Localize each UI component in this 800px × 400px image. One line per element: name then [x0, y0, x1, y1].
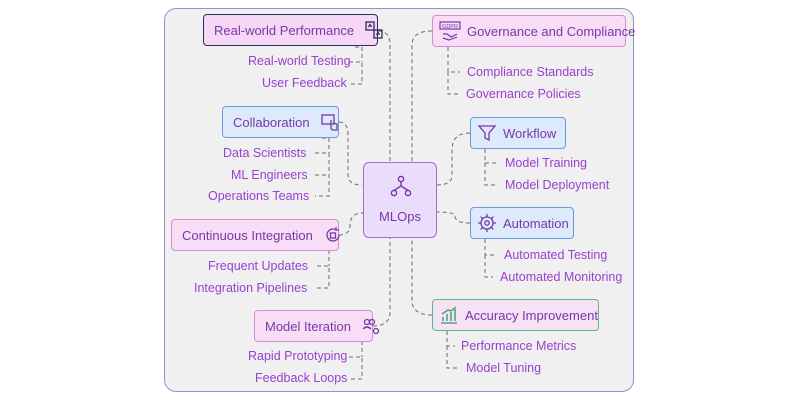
users-gear-icon [361, 315, 381, 337]
sub-governance-policies: Governance Policies [466, 87, 581, 101]
node-label: Automation [503, 215, 569, 231]
sub-user-feedback: User Feedback [262, 76, 347, 90]
sub-model-tuning: Model Tuning [466, 361, 542, 375]
sub-integration-pipelines: Integration Pipelines [194, 281, 308, 295]
node-automation: Automation [470, 207, 574, 239]
hierarchy-icon [390, 175, 412, 197]
refresh-integration-icon [323, 224, 343, 246]
sub-data-scientists: Data Scientists [223, 146, 307, 160]
node-label: Workflow [503, 125, 557, 141]
node-label: Real-world Performance [214, 22, 355, 38]
sub-automated-testing: Automated Testing [504, 248, 608, 262]
sub-real-world-testing: Real-world Testing [248, 54, 351, 68]
sub-model-deployment: Model Deployment [505, 178, 610, 192]
sub-compliance-standards: Compliance Standards [467, 65, 594, 79]
hand-pointer-icon [320, 111, 340, 133]
sub-performance-metrics: Performance Metrics [461, 339, 577, 353]
node-label: Model Iteration [265, 318, 351, 334]
gear-icon [477, 212, 497, 234]
gdpr-badge-icon: GDPR [439, 20, 461, 42]
sub-model-training: Model Training [505, 156, 587, 170]
sub-automated-monitoring: Automated Monitoring [500, 270, 623, 284]
sub-rapid-prototyping: Rapid Prototyping [248, 349, 348, 363]
node-workflow: Workflow [470, 117, 566, 149]
node-accuracy-improvement: Accuracy Improvement [432, 299, 599, 331]
svg-text:GDPR: GDPR [442, 24, 458, 30]
sub-operations-teams: Operations Teams [208, 189, 310, 203]
node-label: Continuous Integration [182, 227, 313, 243]
node-label: Accuracy Improvement [465, 307, 598, 323]
center-node-mlops: MLOps [363, 162, 437, 238]
center-label: MLOps [379, 209, 421, 224]
sub-ml-engineers: ML Engineers [231, 168, 308, 182]
performance-chart-icon [364, 19, 384, 41]
node-continuous-integration: Continuous Integration [171, 219, 340, 251]
sub-frequent-updates: Frequent Updates [208, 259, 309, 273]
funnel-icon [477, 122, 497, 144]
node-governance-and-compliance: GDPR Governance and Compliance [432, 15, 635, 47]
node-label: Governance and Compliance [467, 23, 636, 39]
node-model-iteration: Model Iteration [254, 310, 380, 342]
rising-bars-icon [439, 304, 459, 326]
sub-feedback-loops: Feedback Loops [255, 371, 348, 385]
node-real-world-performance: Real-world Performance [203, 14, 383, 46]
node-label: Collaboration [233, 114, 310, 130]
node-collaboration: Collaboration [222, 106, 339, 138]
